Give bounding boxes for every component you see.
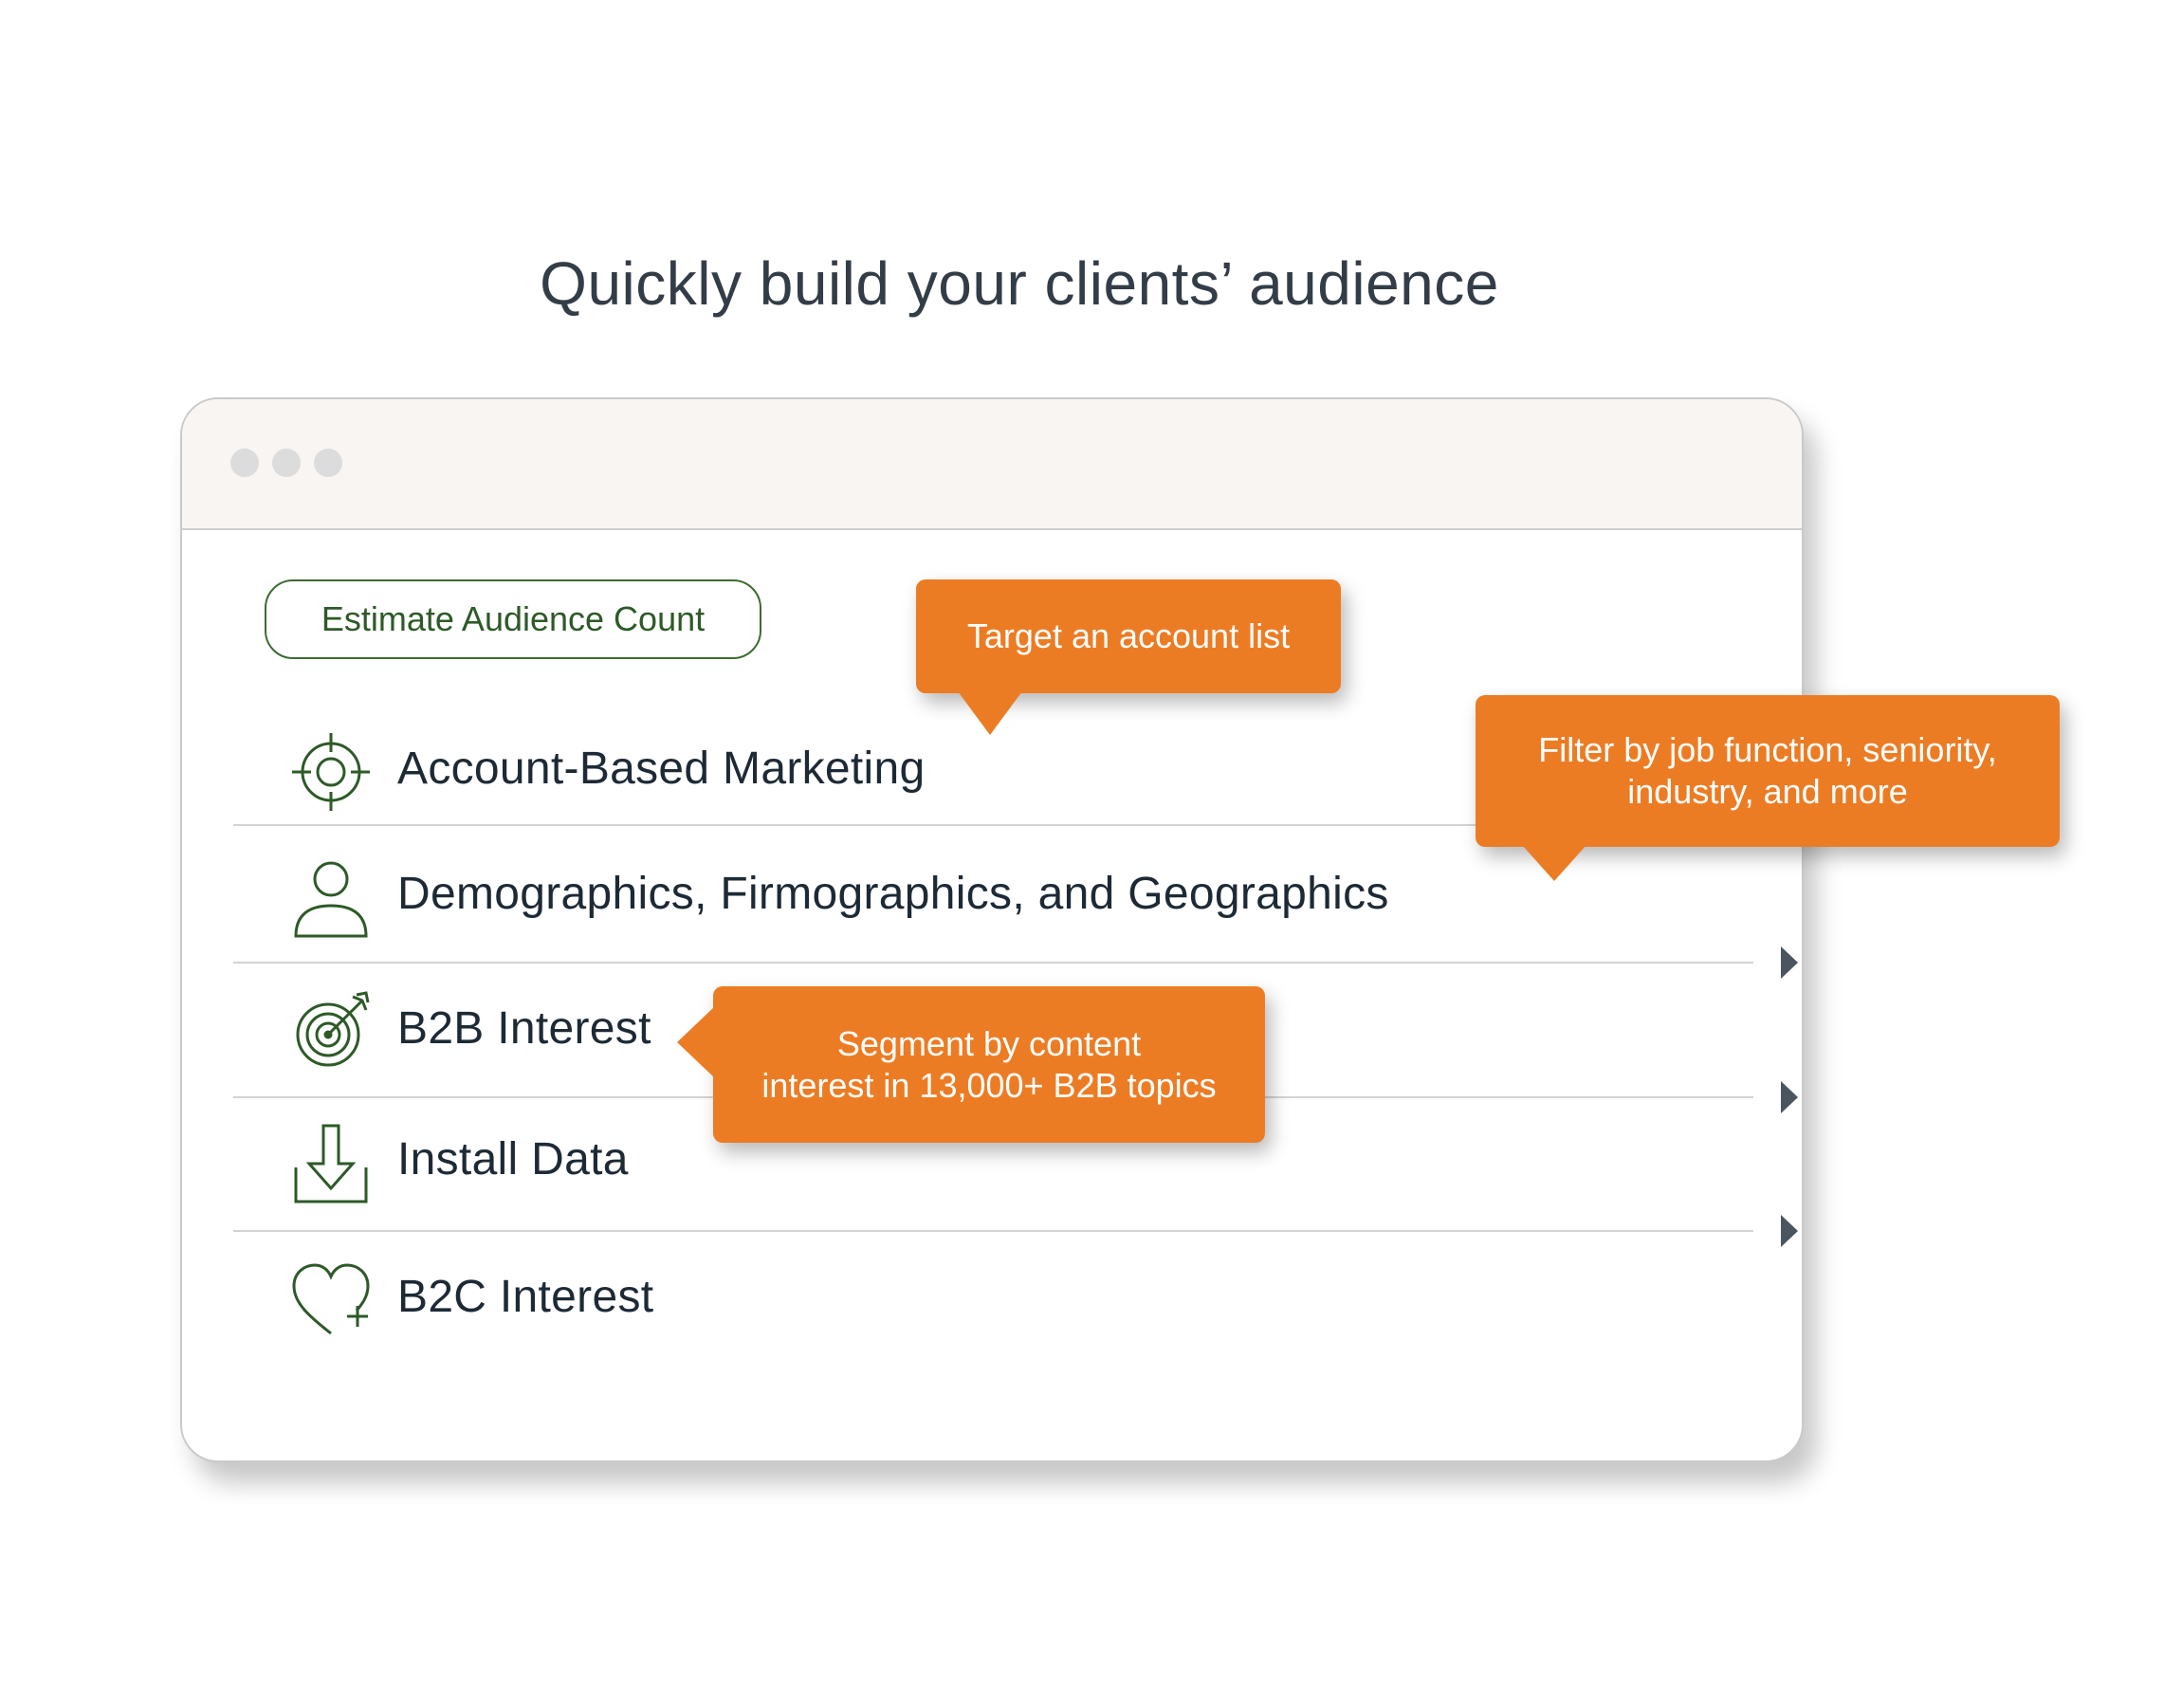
estimate-audience-count-button[interactable]: Estimate Audience Count	[265, 579, 761, 659]
app-window: Estimate Audience Count Account-Based Ma…	[180, 397, 1804, 1462]
window-dot-2[interactable]	[272, 449, 301, 477]
page-headline: Quickly build your clients’ audience	[540, 249, 1499, 318]
chevron-right-icon[interactable]	[1781, 1215, 1798, 1247]
callout-account-list: Target an account list	[916, 579, 1341, 693]
window-dot-1[interactable]	[230, 449, 259, 477]
callout-tail	[958, 691, 1022, 735]
menu-item-install-data[interactable]: Install Data	[233, 1111, 1751, 1215]
callout-segment: Segment by content interest in 13,000+ B…	[713, 986, 1265, 1143]
callout-tail	[677, 1006, 715, 1078]
menu-item-label: B2B Interest	[397, 1003, 651, 1054]
window-titlebar	[182, 399, 1802, 530]
callout-text: Segment by content interest in 13,000+ B…	[761, 1023, 1217, 1105]
crosshair-icon	[288, 729, 374, 815]
menu-item-label: Install Data	[397, 1134, 629, 1185]
row-divider	[233, 962, 1753, 964]
target-arrow-icon	[288, 989, 374, 1074]
row-divider	[233, 824, 1802, 826]
heart-sparkle-icon	[288, 1258, 374, 1343]
menu-item-demographics[interactable]: Demographics, Firmographics, and Geograp…	[233, 845, 1751, 949]
window-dot-3[interactable]	[314, 449, 342, 477]
callout-tail	[1522, 845, 1586, 881]
menu-item-label: Account-Based Marketing	[397, 744, 926, 794]
chevron-right-icon[interactable]	[1781, 946, 1798, 979]
chevron-right-icon[interactable]	[1781, 1081, 1798, 1113]
menu-item-b2c-interest[interactable]: B2C Interest	[233, 1248, 1751, 1352]
menu-item-label: B2C Interest	[397, 1272, 654, 1322]
callout-text: Target an account list	[966, 616, 1291, 655]
callout-text: Filter by job function, seniority, indus…	[1538, 730, 1997, 811]
download-tray-icon	[288, 1120, 374, 1205]
row-divider	[233, 1230, 1753, 1232]
callout-filter: Filter by job function, seniority, indus…	[1476, 695, 2060, 847]
person-icon	[288, 854, 374, 940]
menu-item-label: Demographics, Firmographics, and Geograp…	[397, 869, 1389, 919]
menu-item-b2b-interest[interactable]: B2B Interest	[233, 980, 1751, 1084]
menu-item-account-based-marketing[interactable]: Account-Based Marketing	[233, 720, 1751, 824]
